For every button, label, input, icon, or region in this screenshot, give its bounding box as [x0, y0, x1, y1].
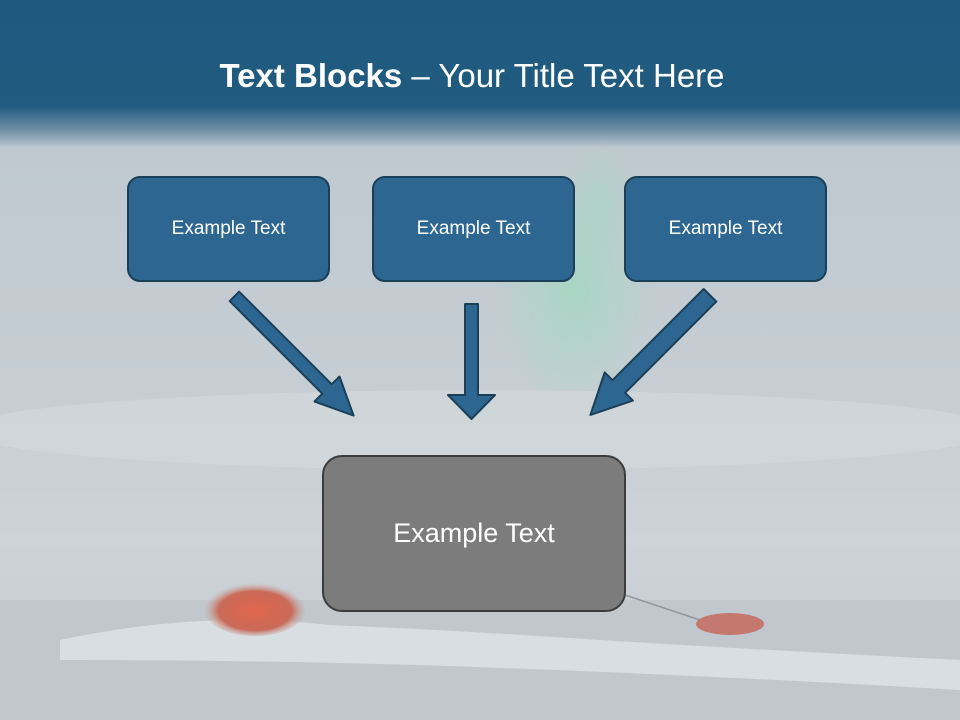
text-block-left[interactable]: Example Text — [127, 176, 330, 282]
text-block-center-label: Example Text — [393, 518, 555, 548]
sled-image — [696, 613, 764, 635]
text-block-right-label: Example Text — [668, 218, 783, 239]
text-block-left-label: Example Text — [171, 218, 286, 239]
title-bar — [0, 0, 960, 148]
title-bold-text: Text Blocks — [219, 57, 403, 94]
text-block-right[interactable]: Example Text — [624, 176, 827, 282]
slide-title: Text Blocks – Your Title Text Here — [0, 54, 944, 98]
tent-image — [203, 580, 307, 636]
title-separator: – — [402, 57, 439, 94]
text-block-middle-label: Example Text — [416, 218, 531, 239]
title-rest-text: Your Title Text Here — [438, 57, 725, 94]
text-block-middle[interactable]: Example Text — [372, 176, 575, 282]
text-block-center[interactable]: Example Text — [322, 455, 626, 612]
